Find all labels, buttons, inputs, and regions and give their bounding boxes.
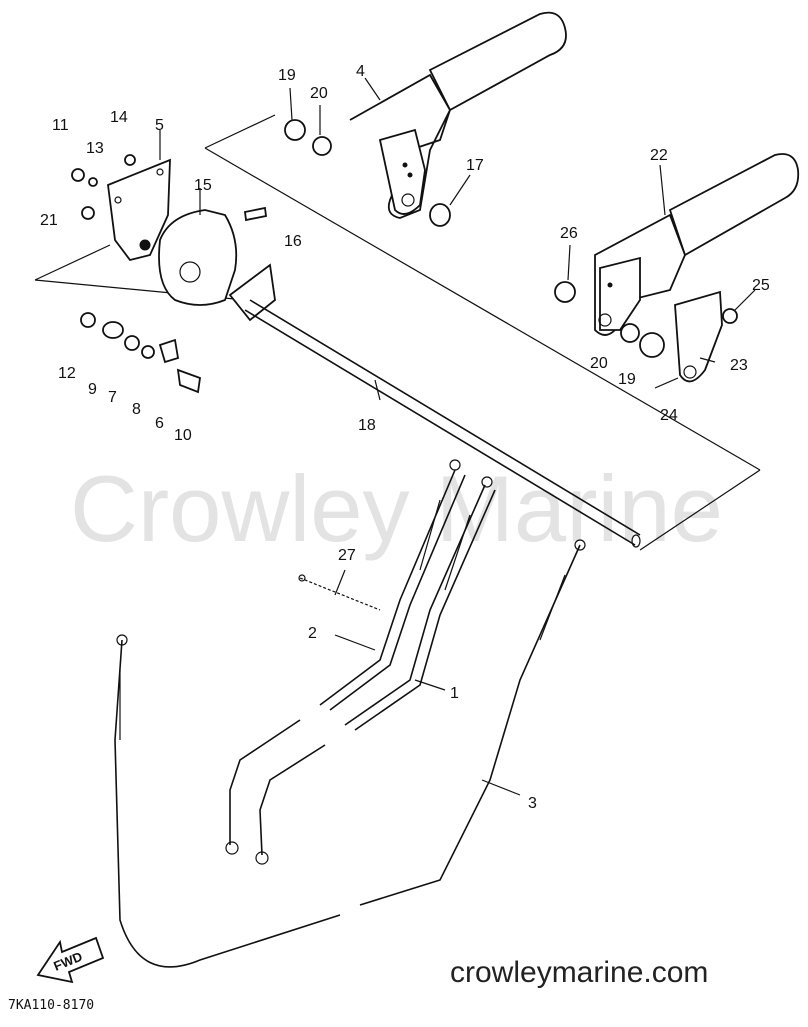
callout-6: 6 xyxy=(155,415,164,432)
callout-24: 24 xyxy=(660,407,678,424)
callout-10: 10 xyxy=(174,427,192,444)
callout-23: 23 xyxy=(730,357,748,374)
watermark: Crowley Marine xyxy=(70,456,723,561)
callout-1: 1 xyxy=(450,685,459,702)
callout-2: 2 xyxy=(308,625,317,642)
callout-19b: 19 xyxy=(618,371,636,388)
clip-27 xyxy=(298,574,381,611)
callout-13: 13 xyxy=(86,140,104,157)
small-parts-right xyxy=(554,281,738,389)
leader-lines xyxy=(159,77,756,796)
callout-8: 8 xyxy=(132,401,141,418)
callout-16: 16 xyxy=(284,233,302,250)
fwd-arrow-icon: FWD xyxy=(36,936,105,984)
callout-5: 5 xyxy=(155,117,164,134)
callout-3: 3 xyxy=(528,795,537,812)
callout-14: 14 xyxy=(110,109,128,126)
callout-27: 27 xyxy=(338,547,356,564)
site-text: crowleymarine.com xyxy=(450,956,709,989)
small-parts-left xyxy=(71,119,451,394)
callout-21: 21 xyxy=(40,212,58,229)
cable-3 xyxy=(114,539,586,968)
callout-18: 18 xyxy=(358,417,376,434)
callout-20: 20 xyxy=(310,85,328,102)
drawing-code: 7KA110-8170 xyxy=(8,998,95,1013)
bracket-5 xyxy=(107,158,171,262)
callout-17: 17 xyxy=(466,157,484,174)
callout-22: 22 xyxy=(650,147,668,164)
callout-25: 25 xyxy=(752,277,770,294)
handle-4 xyxy=(349,11,567,219)
callout-12: 12 xyxy=(58,365,76,382)
callout-15: 15 xyxy=(194,177,212,194)
callout-9: 9 xyxy=(88,381,97,398)
callout-labels: 11 14 5 13 21 15 16 19 20 4 17 22 26 25 … xyxy=(40,63,770,812)
callout-19: 19 xyxy=(278,67,296,84)
cover-15 xyxy=(158,209,238,306)
callout-4: 4 xyxy=(356,63,365,80)
callout-7: 7 xyxy=(108,389,117,406)
cable-1 xyxy=(255,476,496,865)
callout-11: 11 xyxy=(52,117,69,134)
shaft-18 xyxy=(228,263,641,548)
handle-22 xyxy=(594,153,800,336)
callout-20b: 20 xyxy=(590,355,608,372)
callout-26: 26 xyxy=(560,225,578,242)
cable-2 xyxy=(225,459,466,855)
